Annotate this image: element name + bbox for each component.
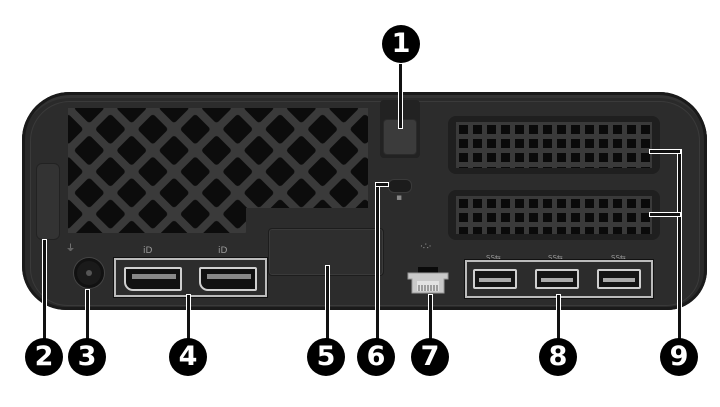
- callout-badge-6: 6: [357, 338, 395, 376]
- displayport-group: [114, 258, 267, 297]
- leader-line-3: [86, 290, 89, 340]
- usb-ss-icon: SS⇆: [548, 254, 563, 262]
- leader-line-9-bottom: [650, 213, 680, 216]
- leader-line-7: [429, 295, 432, 340]
- leader-line-4: [187, 295, 190, 340]
- displayport-icon: iD: [143, 246, 153, 256]
- leader-line-8: [557, 295, 560, 340]
- security-cable-slot[interactable]: [388, 179, 412, 193]
- leader-line-9-top: [650, 150, 680, 153]
- callout-badge-1: 1: [382, 25, 420, 63]
- usb-ss-icon: SS⇆: [486, 254, 501, 262]
- side-access-panel-tab[interactable]: [36, 163, 60, 240]
- leader-line-1: [399, 64, 402, 128]
- callout-badge-5: 5: [307, 338, 345, 376]
- displayport-2[interactable]: [199, 267, 257, 291]
- callout-badge-2: 2: [25, 338, 63, 376]
- usb-port-2[interactable]: [535, 269, 579, 289]
- power-connector[interactable]: [74, 258, 104, 288]
- callout-badge-8: 8: [539, 338, 577, 376]
- displayport-icon: iD: [218, 246, 228, 256]
- network-icon: ·∴·: [420, 242, 432, 252]
- leader-line-6: [376, 183, 379, 340]
- callout-badge-9: 9: [660, 338, 698, 376]
- leader-line-6-tick: [376, 183, 388, 186]
- lock-icon: ▪: [396, 193, 403, 203]
- power-icon: ⏚: [66, 244, 76, 254]
- usb-ss-icon: SS⇆: [611, 254, 626, 262]
- callout-badge-3: 3: [68, 338, 106, 376]
- displayport-1[interactable]: [124, 267, 182, 291]
- expansion-vent-top: [448, 116, 660, 174]
- leader-line-9: [678, 150, 681, 340]
- usb-port-1[interactable]: [473, 269, 517, 289]
- rj45-network-jack[interactable]: [406, 267, 450, 295]
- expansion-vent-bottom: [448, 190, 660, 240]
- ventilation-grille: [68, 108, 368, 233]
- callout-badge-4: 4: [169, 338, 207, 376]
- usb-port-group: [465, 260, 653, 298]
- leader-line-5: [326, 266, 329, 340]
- callout-badge-7: 7: [411, 338, 449, 376]
- leader-line-2: [43, 240, 46, 340]
- usb-port-3[interactable]: [597, 269, 641, 289]
